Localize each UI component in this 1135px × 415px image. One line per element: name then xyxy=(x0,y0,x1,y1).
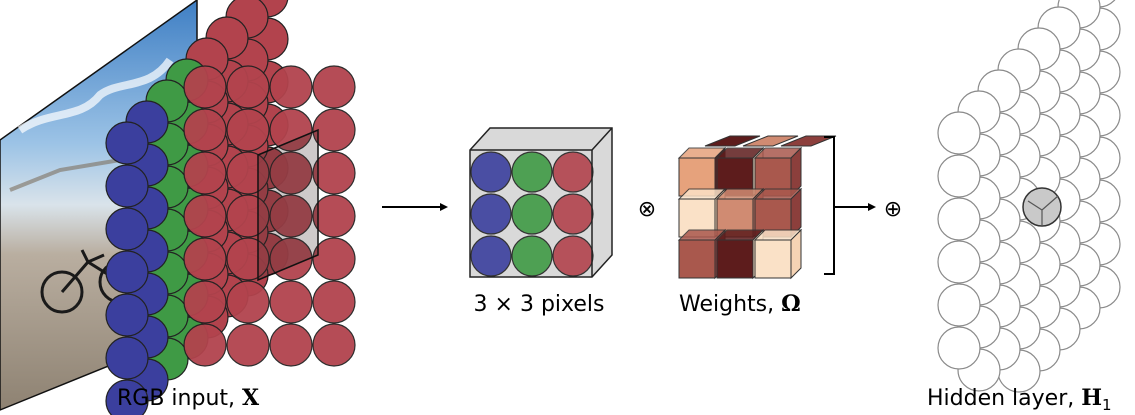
weights-label: Weights, Ω xyxy=(679,291,801,317)
weight-cell xyxy=(754,239,792,279)
input-neuron xyxy=(183,151,227,195)
patch-neuron xyxy=(470,235,512,277)
hidden-neuron xyxy=(937,111,981,155)
multiply-operator: ⊗ xyxy=(638,197,656,222)
input-neuron xyxy=(105,293,149,337)
patch-neuron xyxy=(552,193,594,235)
input-neuron xyxy=(226,108,270,152)
input-neuron xyxy=(269,108,313,152)
patch-neuron xyxy=(470,193,512,235)
input-neuron xyxy=(269,194,313,238)
patch-3x3-cube xyxy=(469,127,613,278)
input-label: RGB input, X xyxy=(117,385,260,411)
patch-label: 3 × 3 pixels xyxy=(474,292,605,317)
weight-cell xyxy=(716,239,754,279)
arrow-input-to-patch xyxy=(382,203,448,211)
patch-neuron xyxy=(552,235,594,277)
input-neuron xyxy=(105,336,149,380)
weights-cube xyxy=(677,135,837,280)
input-neuron xyxy=(183,237,227,281)
input-neuron xyxy=(105,379,149,415)
patch-neuron xyxy=(552,151,594,193)
input-neuron xyxy=(183,280,227,324)
input-neuron xyxy=(226,323,270,367)
input-neuron xyxy=(269,280,313,324)
input-neuron xyxy=(183,108,227,152)
kernel-window xyxy=(257,128,319,282)
input-neuron xyxy=(312,280,356,324)
hidden-layer-grid xyxy=(937,0,1121,393)
weight-cube-top xyxy=(742,135,799,147)
input-neuron xyxy=(269,237,313,281)
input-neuron xyxy=(105,164,149,208)
weight-cube-top xyxy=(780,135,837,147)
hidden-neuron xyxy=(937,197,981,241)
weight-cell xyxy=(678,239,716,279)
input-neuron xyxy=(105,121,149,165)
input-neuron xyxy=(269,65,313,109)
hidden-neuron xyxy=(937,240,981,284)
hidden-neuron xyxy=(937,326,981,370)
input-neuron xyxy=(269,151,313,195)
input-neuron xyxy=(183,323,227,367)
input-neuron xyxy=(312,108,356,152)
patch-neuron xyxy=(511,235,553,277)
hidden-layer-label: Hidden layer, H1 xyxy=(927,385,1112,414)
input-neuron xyxy=(183,65,227,109)
hidden-neuron xyxy=(937,154,981,198)
input-neuron xyxy=(183,194,227,238)
input-neuron xyxy=(312,237,356,281)
input-neuron xyxy=(312,65,356,109)
add-operator: ⊕ xyxy=(884,197,902,222)
input-neuron xyxy=(105,207,149,251)
rgb-input-tensor xyxy=(105,0,356,415)
weight-cube-top xyxy=(704,135,761,147)
input-neuron xyxy=(312,151,356,195)
input-neuron xyxy=(105,250,149,294)
input-neuron xyxy=(226,280,270,324)
input-neuron xyxy=(312,194,356,238)
input-neuron xyxy=(269,323,313,367)
patch-neuron xyxy=(470,151,512,193)
patch-neuron xyxy=(511,151,553,193)
weights-bracket xyxy=(824,136,876,275)
patch-neuron xyxy=(511,193,553,235)
input-neuron xyxy=(226,65,270,109)
hidden-neuron xyxy=(937,283,981,327)
input-neuron xyxy=(312,323,356,367)
